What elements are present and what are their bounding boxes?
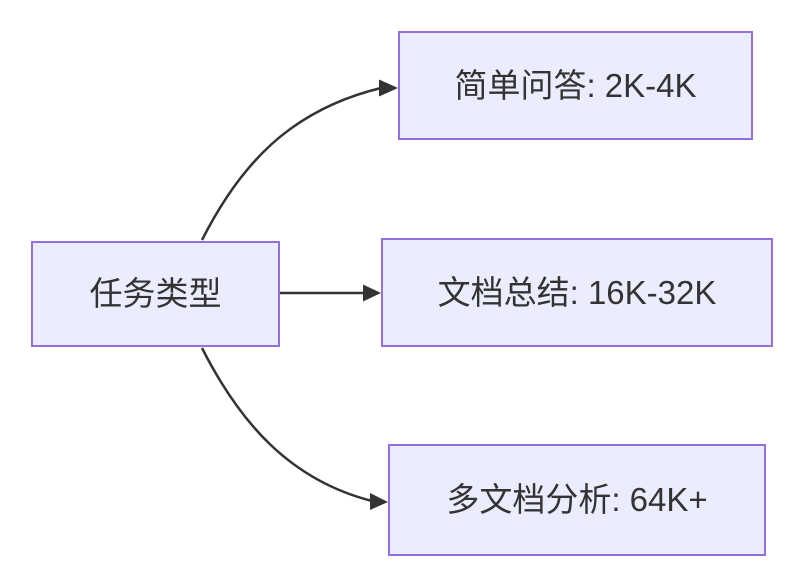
arrowhead-simpleqa-icon <box>379 79 398 97</box>
arrowhead-docsummary-icon <box>363 284 381 302</box>
edge-tasktype-to-multidoc <box>200 347 373 503</box>
node-simple-qa: 简单问答: 2K-4K <box>398 31 753 140</box>
node-simple-qa-label: 简单问答: 2K-4K <box>454 66 697 104</box>
node-multi-doc-label: 多文档分析: 64K+ <box>446 481 708 519</box>
node-task-type: 任务类型 <box>31 241 280 347</box>
edge-tasktype-to-simpleqa <box>200 86 382 241</box>
node-doc-summary-label: 文档总结: 16K-32K <box>437 273 717 311</box>
arrowhead-multidoc-icon <box>370 493 388 510</box>
node-task-type-label: 任务类型 <box>89 275 222 313</box>
node-doc-summary: 文档总结: 16K-32K <box>381 238 773 347</box>
node-multi-doc: 多文档分析: 64K+ <box>388 444 766 556</box>
